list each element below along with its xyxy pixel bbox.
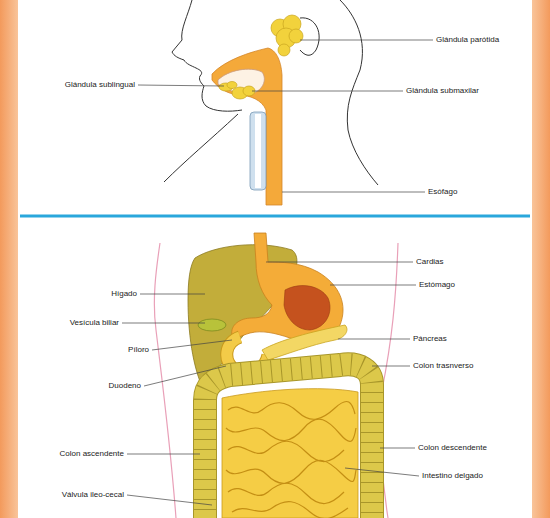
leader-line bbox=[127, 454, 200, 455]
leader-line bbox=[127, 495, 212, 505]
trachea-highlight bbox=[255, 114, 261, 188]
intestine-loops bbox=[226, 401, 356, 518]
side-band bbox=[532, 0, 550, 518]
colon-edge bbox=[205, 364, 372, 518]
gland-lobe bbox=[227, 82, 237, 89]
trachea bbox=[250, 112, 266, 190]
stomach-interior bbox=[284, 286, 330, 330]
part-label: Páncreas bbox=[413, 334, 447, 344]
parotid-gland bbox=[271, 15, 303, 56]
neck-back bbox=[340, 0, 378, 185]
label-anchor: Glándula sublingual bbox=[65, 80, 135, 90]
neck-front bbox=[164, 114, 238, 182]
colon bbox=[205, 364, 372, 518]
submaxillary-gland bbox=[232, 86, 255, 99]
intestine-loop bbox=[228, 401, 355, 419]
label-anchor: Glándula submaxilar bbox=[406, 86, 479, 96]
part-label: Glándula parótida bbox=[436, 35, 499, 45]
leader-line bbox=[252, 91, 403, 92]
intestine-loop bbox=[228, 441, 344, 461]
face-profile bbox=[172, 0, 242, 111]
leader-line bbox=[138, 85, 224, 86]
intestine-loop bbox=[228, 483, 344, 503]
label-anchor: Intestino delgado bbox=[422, 471, 483, 481]
leader-lines bbox=[122, 40, 433, 505]
part-label: Glándula submaxilar bbox=[406, 86, 479, 96]
label-anchor: Cardias bbox=[416, 257, 444, 267]
divider-line bbox=[20, 215, 530, 218]
intestine-loop bbox=[232, 502, 348, 518]
small-intestine bbox=[222, 389, 358, 518]
leader-line bbox=[152, 340, 232, 350]
part-label: Hígado bbox=[111, 289, 137, 299]
trachea-tube bbox=[250, 112, 266, 190]
part-label: Colon trasnverso bbox=[413, 361, 473, 371]
pharynx-esophagus bbox=[212, 48, 282, 205]
leader-line bbox=[300, 40, 433, 41]
leader-line bbox=[338, 339, 410, 340]
gallbladder bbox=[198, 319, 226, 331]
part-label: Glándula sublingual bbox=[65, 80, 135, 90]
part-label: Colon descendente bbox=[418, 443, 487, 453]
part-label: Esófago bbox=[428, 187, 457, 197]
colon-haustra bbox=[205, 364, 372, 518]
label-anchor: Colon ascendente bbox=[60, 449, 125, 459]
gland-lobe bbox=[289, 29, 303, 43]
label-anchor: Páncreas bbox=[413, 334, 447, 344]
label-anchor: Duodeno bbox=[109, 381, 141, 391]
leader-line bbox=[122, 323, 205, 324]
part-label: Vesícula biliar bbox=[70, 318, 119, 328]
intestine-loop bbox=[226, 419, 356, 441]
label-anchor: Hígado bbox=[111, 289, 137, 299]
label-anchor: Estómago bbox=[419, 280, 455, 290]
part-label: Colon ascendente bbox=[60, 449, 125, 459]
label-anchor: Píloro bbox=[128, 345, 149, 355]
leader-line bbox=[380, 448, 415, 449]
leader-line bbox=[266, 262, 413, 263]
part-label: Píloro bbox=[128, 345, 149, 355]
label-anchor: Colon descendente bbox=[418, 443, 487, 453]
side-band bbox=[0, 0, 18, 518]
label-anchor: Esófago bbox=[428, 187, 457, 197]
part-label: Duodeno bbox=[109, 381, 141, 391]
label-anchor: Vesícula biliar bbox=[70, 318, 119, 328]
label-anchor: Colon trasnverso bbox=[413, 361, 473, 371]
leader-line bbox=[140, 294, 205, 295]
part-label: Intestino delgado bbox=[422, 471, 483, 481]
leader-line bbox=[144, 366, 226, 386]
leader-line bbox=[372, 366, 410, 367]
intestine-loop bbox=[226, 460, 356, 483]
gland-lobe bbox=[278, 44, 290, 56]
leader-line bbox=[345, 468, 419, 476]
label-anchor: Válvula ileo-cecal bbox=[62, 490, 124, 500]
part-label: Válvula ileo-cecal bbox=[62, 490, 124, 500]
stomach bbox=[232, 233, 343, 341]
leader-line bbox=[330, 285, 416, 286]
part-label: Cardias bbox=[416, 257, 444, 267]
part-label: Estómago bbox=[419, 280, 455, 290]
leader-line bbox=[282, 192, 425, 193]
label-anchor: Glándula parótida bbox=[436, 35, 499, 45]
